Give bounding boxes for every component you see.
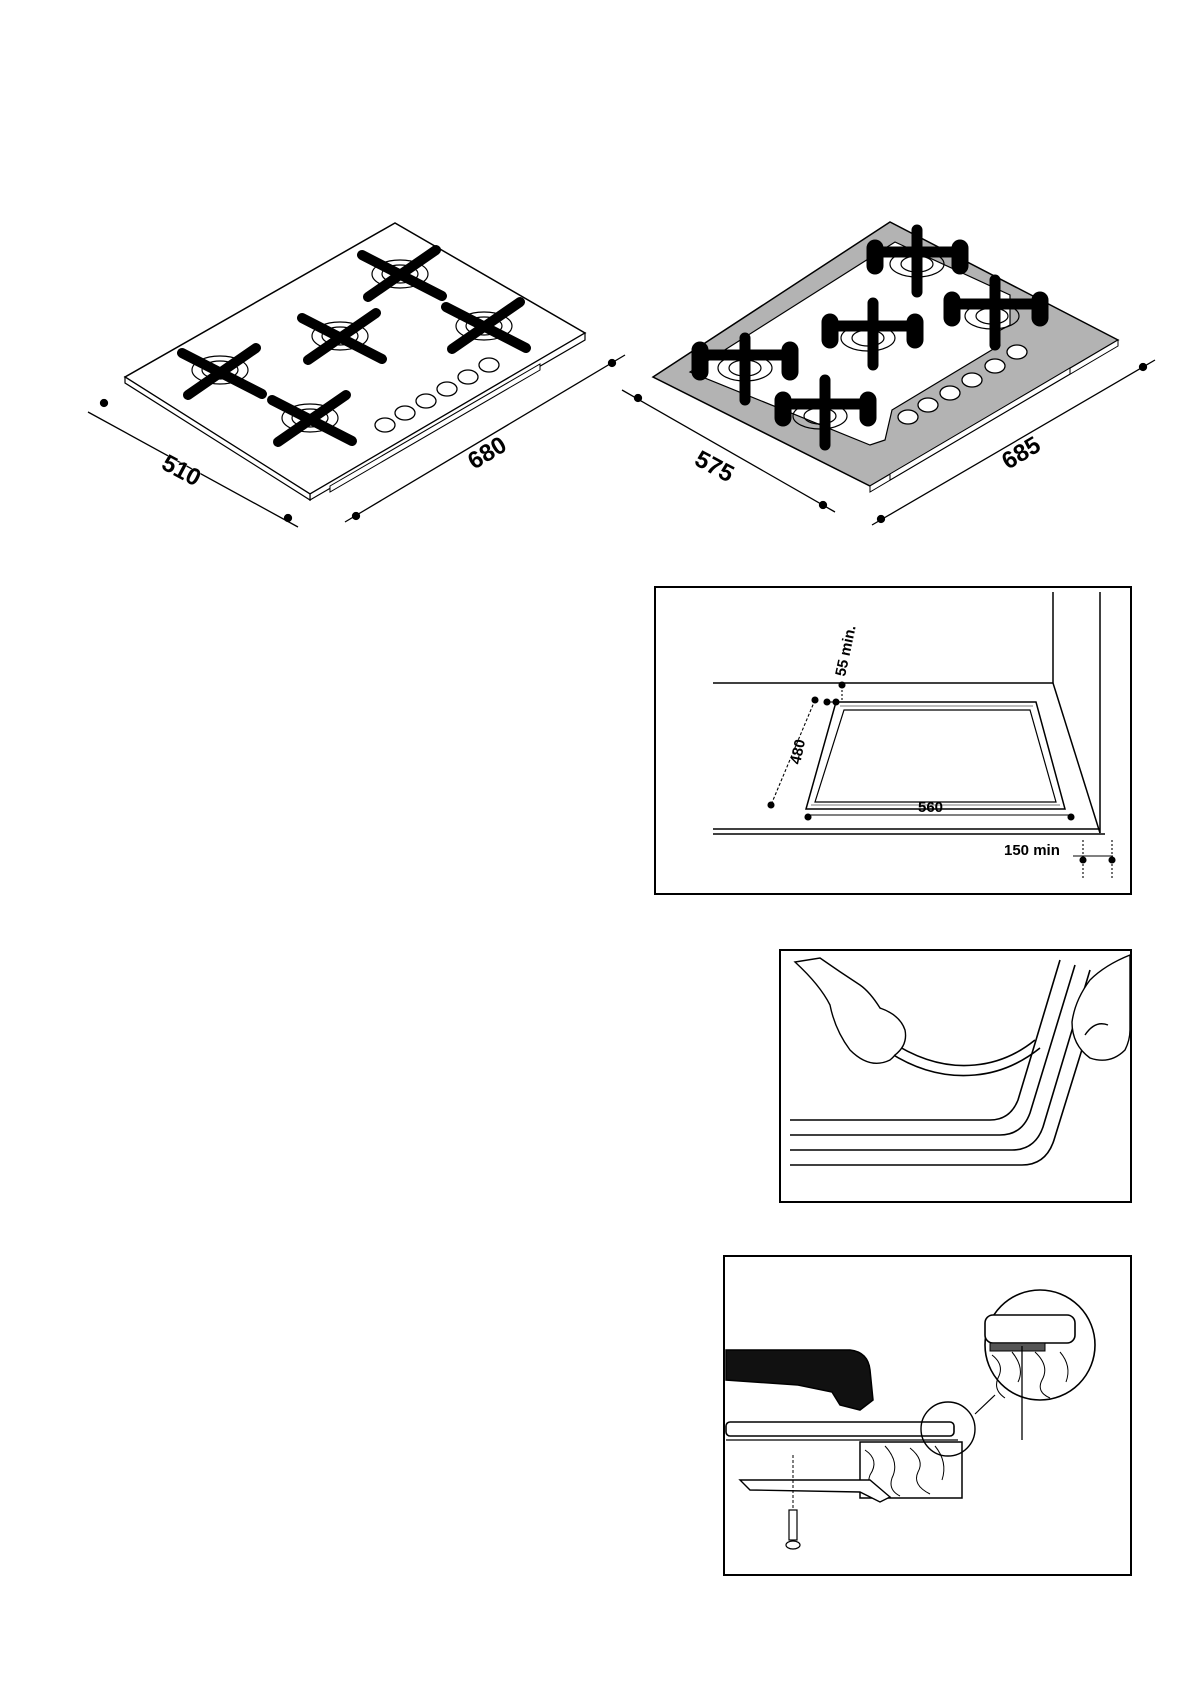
screw-illustration (789, 1510, 797, 1540)
seal-application-panel (780, 950, 1131, 1202)
cutout-width-label: 560 (918, 799, 943, 816)
cutout-dimensions-panel: 55 min. 480 560 150 min (655, 587, 1131, 894)
fixing-bracket-panel (724, 1256, 1131, 1575)
hob-left-width-label: 680 (463, 431, 511, 475)
cutout-min-side-label: 150 min (1004, 842, 1060, 859)
hob-left-illustration: 510 680 (88, 223, 625, 527)
hob-right-illustration: 575 685 (622, 222, 1155, 525)
hob-right-width-label: 685 (997, 431, 1045, 475)
hob-left-depth-label: 510 (157, 449, 205, 492)
